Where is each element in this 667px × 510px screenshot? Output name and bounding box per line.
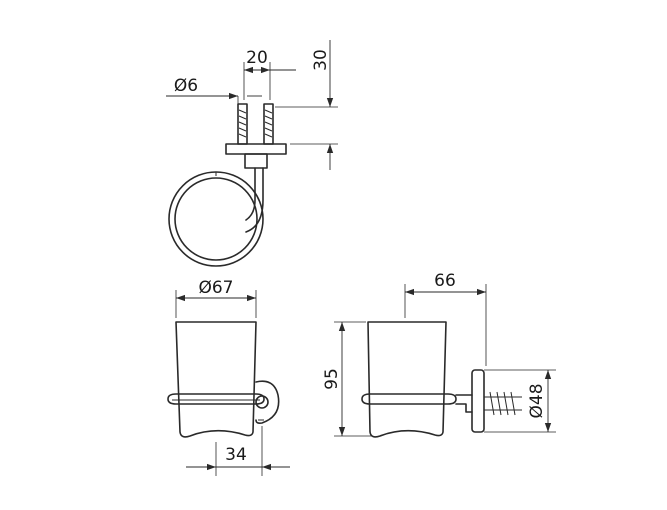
holder-arm — [245, 167, 264, 233]
dim-base-offset: 34 — [225, 445, 247, 465]
dim-rod-diameter: Ø6 — [174, 76, 198, 96]
holder-band-side — [361, 393, 457, 405]
wall-flange-side — [471, 369, 485, 433]
glass-side — [367, 321, 447, 438]
glass-front — [175, 321, 257, 438]
wall-plate — [225, 143, 287, 155]
dim-top-height: 30 — [311, 49, 331, 71]
wall-screw-right — [263, 103, 274, 145]
dim-flange-diameter: Ø48 — [527, 383, 547, 418]
dim-cup-diameter: Ø67 — [198, 278, 233, 298]
top-view: 20 Ø6 30 — [166, 40, 338, 267]
holder-arm-side — [455, 394, 473, 413]
holder-band-front — [167, 393, 265, 405]
wall-screw-side — [484, 391, 522, 416]
dim-side-depth: 66 — [434, 271, 456, 291]
dim-top-spacing: 20 — [246, 48, 268, 68]
front-view: Ø67 34 — [167, 278, 290, 476]
dim-side-height: 95 — [322, 368, 342, 390]
side-view: 66 95 Ø48 — [322, 271, 556, 438]
wall-plate-boss — [244, 153, 268, 169]
cup-ring-top — [168, 171, 264, 267]
wall-flange-front — [255, 380, 280, 424]
wall-screw-left — [237, 103, 248, 145]
